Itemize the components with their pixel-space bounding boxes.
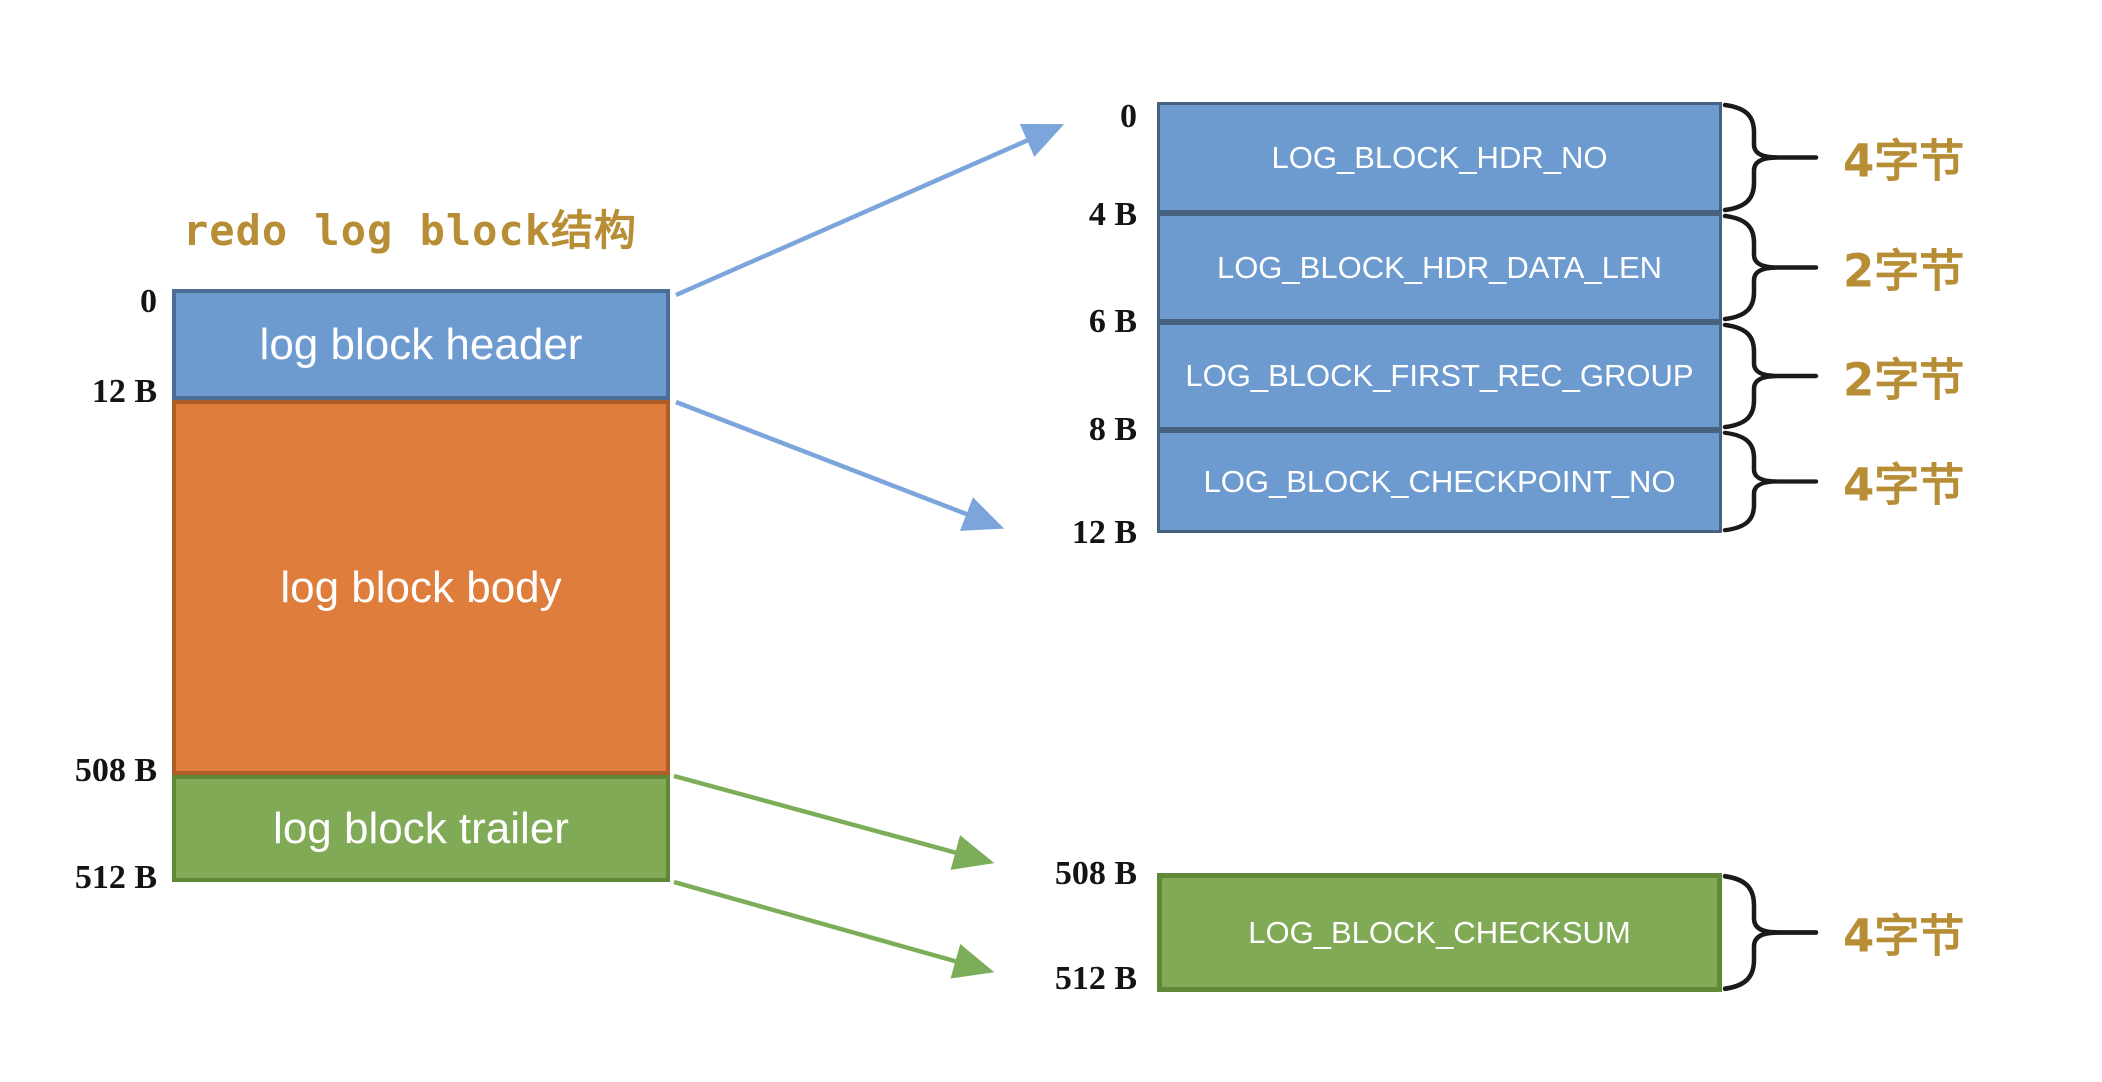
detail-mark-4b: 4 B: [1088, 196, 1137, 233]
byte-mark-508b: 508 B: [74, 752, 157, 789]
log-block-header-label: log block header: [259, 319, 583, 369]
detail-mark-6b: 6 B: [1088, 303, 1137, 340]
log-block-header-segment: log block header: [172, 289, 670, 400]
field-label: LOG_BLOCK_HDR_NO: [1271, 139, 1608, 175]
field-log-block-checksum: LOG_BLOCK_CHECKSUM: [1157, 873, 1722, 992]
brace-checksum: [1722, 873, 1819, 992]
field-log-block-hdr-data-len: LOG_BLOCK_HDR_DATA_LEN: [1157, 213, 1722, 322]
arrow-header-top-to-detail: [675, 123, 1065, 298]
checksum-mark-512b: 512 B: [1054, 960, 1137, 997]
log-block-trailer-label: log block trailer: [273, 803, 569, 853]
field-log-block-first-rec-group: LOG_BLOCK_FIRST_REC_GROUP: [1157, 322, 1722, 430]
size-label-checkpoint-no: 4字节: [1843, 458, 1965, 512]
arrow-header-bottom-to-detail: [675, 399, 1005, 531]
brace-first-rec-group: [1722, 322, 1819, 430]
diagram-title: redo log block结构: [183, 206, 638, 255]
byte-mark-0: 0: [140, 283, 157, 320]
detail-mark-8b: 8 B: [1088, 411, 1137, 448]
size-label-first-rec-group: 2字节: [1843, 353, 1965, 407]
size-label-hdr-data-len: 2字节: [1843, 244, 1965, 298]
field-log-block-hdr-no: LOG_BLOCK_HDR_NO: [1157, 102, 1722, 213]
byte-mark-512b: 512 B: [74, 859, 157, 896]
byte-mark-12b: 12 B: [91, 373, 157, 410]
log-block-body-segment: log block body: [172, 400, 670, 775]
field-log-block-checkpoint-no: LOG_BLOCK_CHECKPOINT_NO: [1157, 430, 1722, 533]
brace-hdr-data-len: [1722, 213, 1819, 322]
arrow-trailer-bottom-to-checksum: [673, 879, 995, 979]
detail-mark-12b: 12 B: [1071, 514, 1137, 551]
log-block-body-label: log block body: [280, 562, 562, 612]
log-block-trailer-segment: log block trailer: [172, 775, 670, 882]
size-label-hdr-no: 4字节: [1843, 134, 1965, 188]
detail-mark-0: 0: [1120, 98, 1137, 135]
arrow-trailer-top-to-checksum: [673, 773, 995, 870]
field-label: LOG_BLOCK_FIRST_REC_GROUP: [1185, 358, 1694, 393]
checksum-mark-508b: 508 B: [1054, 855, 1137, 892]
brace-checkpoint-no: [1722, 430, 1819, 533]
field-label: LOG_BLOCK_CHECKPOINT_NO: [1203, 463, 1676, 499]
size-label-checksum: 4字节: [1843, 909, 1965, 963]
field-label: LOG_BLOCK_HDR_DATA_LEN: [1216, 249, 1663, 285]
brace-hdr-no: [1722, 102, 1819, 213]
field-label: LOG_BLOCK_CHECKSUM: [1248, 914, 1631, 950]
